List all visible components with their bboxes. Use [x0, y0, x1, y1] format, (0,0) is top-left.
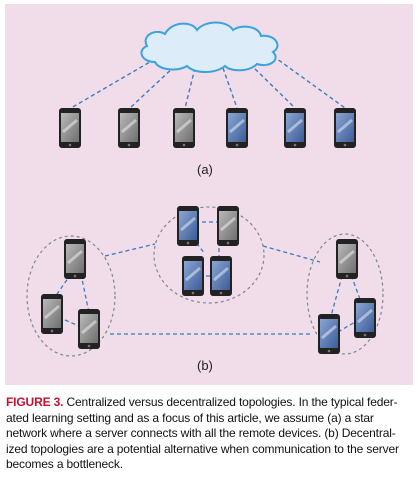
smartphone-icon: [334, 108, 356, 148]
smartphone-icon: [226, 108, 248, 148]
smartphone-icon: [284, 108, 306, 148]
smartphone-icon: [118, 108, 140, 148]
caption-line-3: network where a server connects with all…: [6, 426, 396, 440]
smartphone-icon: [173, 108, 195, 148]
smartphone-icon: [354, 298, 376, 338]
smartphone-icon: [78, 309, 100, 349]
figure-panel: (a) (b): [5, 4, 413, 385]
cluster-center: [153, 206, 265, 304]
caption-line-1: FIGURE 3. Centralized versus decentraliz…: [6, 395, 398, 409]
cloud-icon: [140, 21, 279, 73]
smartphone-icon: [217, 206, 239, 246]
smartphone-icon: [336, 239, 358, 279]
smartphone-icon: [64, 239, 86, 279]
cluster-right: [306, 233, 384, 355]
smartphone-icon: [318, 314, 340, 354]
caption-line-5: becomes a bottleneck.: [6, 457, 123, 471]
smartphone-icon: [41, 294, 63, 334]
smartphone-icon: [59, 108, 81, 148]
figure-label: FIGURE 3.: [6, 395, 64, 409]
figure-caption: FIGURE 3. Centralized versus decentraliz…: [6, 395, 410, 473]
smartphone-icon: [210, 256, 232, 296]
star-devices: [59, 108, 356, 148]
decentralized-devices: [41, 206, 376, 354]
topology-diagram: [26, 21, 384, 357]
caption-line-2: ated learning setting and as a focus of …: [6, 410, 374, 425]
caption-line-4: ized topologies are a potential alternat…: [6, 441, 399, 456]
panel-b-label: (b): [197, 358, 213, 373]
panel-a-label: (a): [197, 162, 213, 177]
star-links: [70, 55, 346, 109]
decentralized-links: [54, 221, 362, 335]
smartphone-icon: [177, 206, 199, 246]
cluster-outlines: [26, 206, 384, 357]
smartphone-icon: [182, 256, 204, 296]
cluster-left: [26, 235, 116, 357]
